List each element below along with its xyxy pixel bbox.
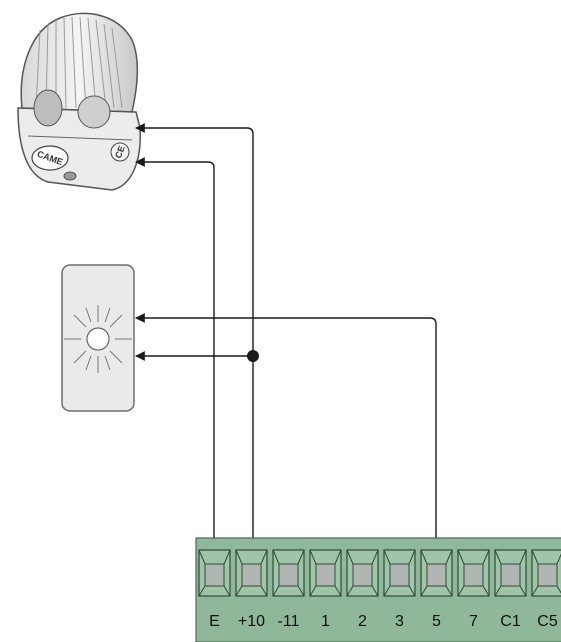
terminal-label: +10 bbox=[238, 613, 265, 630]
terminal-screw bbox=[315, 563, 336, 587]
terminal-label: 2 bbox=[358, 613, 367, 630]
terminal-bevel bbox=[309, 549, 342, 597]
terminal-7: 5 bbox=[420, 549, 453, 630]
terminal-bevel bbox=[272, 549, 305, 597]
terminal-label: 5 bbox=[432, 613, 441, 630]
terminal-label: C5 bbox=[537, 613, 558, 630]
terminal-4: 1 bbox=[309, 549, 342, 630]
terminal-label: C1 bbox=[500, 613, 521, 630]
terminal-bevel bbox=[420, 549, 453, 597]
terminal-screw bbox=[278, 563, 299, 587]
terminal-5: 2 bbox=[346, 549, 379, 630]
terminal-3: -11 bbox=[272, 549, 305, 630]
terminal-screw bbox=[426, 563, 447, 587]
light-sensor-icon bbox=[61, 264, 135, 412]
terminal-10: C5 bbox=[531, 549, 561, 630]
wiring bbox=[135, 123, 441, 573]
terminal-screw bbox=[204, 563, 225, 587]
terminal-9: C1 bbox=[494, 549, 527, 630]
wire-sensor-upper bbox=[135, 313, 441, 573]
lamp-side-badge: CE bbox=[113, 144, 127, 159]
terminal-screw bbox=[389, 563, 410, 587]
terminal-bevel bbox=[383, 549, 416, 597]
flashing-lamp-icon: CAME CE bbox=[17, 12, 141, 191]
terminal-2: +10 bbox=[235, 549, 268, 630]
terminal-screw bbox=[500, 563, 521, 587]
terminal-label: 3 bbox=[395, 613, 404, 630]
terminal-screw bbox=[463, 563, 484, 587]
terminal-bevel bbox=[531, 549, 561, 597]
wire-lamp-lower bbox=[135, 157, 219, 573]
terminal-label: -11 bbox=[278, 613, 300, 630]
terminal-screw bbox=[241, 563, 262, 587]
wire-lamp-upper bbox=[135, 123, 254, 568]
terminal-1: E bbox=[198, 549, 231, 630]
terminal-screw bbox=[537, 563, 558, 587]
terminal-bevel bbox=[346, 549, 379, 597]
terminal-label: 1 bbox=[321, 613, 330, 630]
terminal-bevel bbox=[457, 549, 490, 597]
terminal-label: E bbox=[209, 613, 220, 630]
terminal-block: E +10 -11 1 2 3 5 7 C1 C5 bbox=[195, 537, 561, 642]
terminal-bevel bbox=[235, 549, 268, 597]
terminal-bevel bbox=[198, 549, 231, 597]
terminal-screw bbox=[352, 563, 373, 587]
terminal-bevel bbox=[494, 549, 527, 597]
terminal-8: 7 bbox=[457, 549, 490, 630]
terminal-6: 3 bbox=[383, 549, 416, 630]
terminal-label: 7 bbox=[469, 613, 478, 630]
wire-junction bbox=[247, 350, 259, 362]
